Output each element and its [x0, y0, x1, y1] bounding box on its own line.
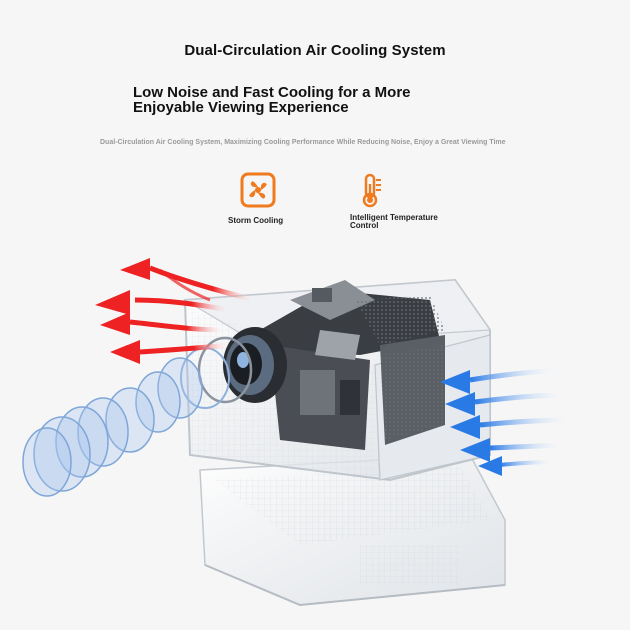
internal-components: [260, 280, 445, 450]
feature-label-storm-cooling: Storm Cooling: [228, 216, 284, 225]
description-text: Dual-Circulation Air Cooling System, Max…: [100, 139, 506, 146]
fan-icon: [240, 172, 276, 208]
projector-stand: [199, 454, 506, 607]
hot-air-arrows: [95, 258, 256, 364]
feature-storm-cooling: Storm Cooling: [228, 172, 283, 225]
lens-assembly: [180, 327, 287, 409]
feature-label-temperature-control: Intelligent Temperature Control: [350, 213, 438, 230]
page-subtitle: Low Noise and Fast Cooling for a More En…: [133, 84, 411, 116]
exploded-lens-elements: [22, 357, 203, 497]
page-title: Dual-Circulation Air Cooling System: [184, 42, 446, 59]
cool-air-arrows: [440, 367, 576, 476]
thermometer-icon: [356, 172, 392, 208]
feature-temperature-control: Intelligent Temperature Control: [350, 172, 460, 230]
